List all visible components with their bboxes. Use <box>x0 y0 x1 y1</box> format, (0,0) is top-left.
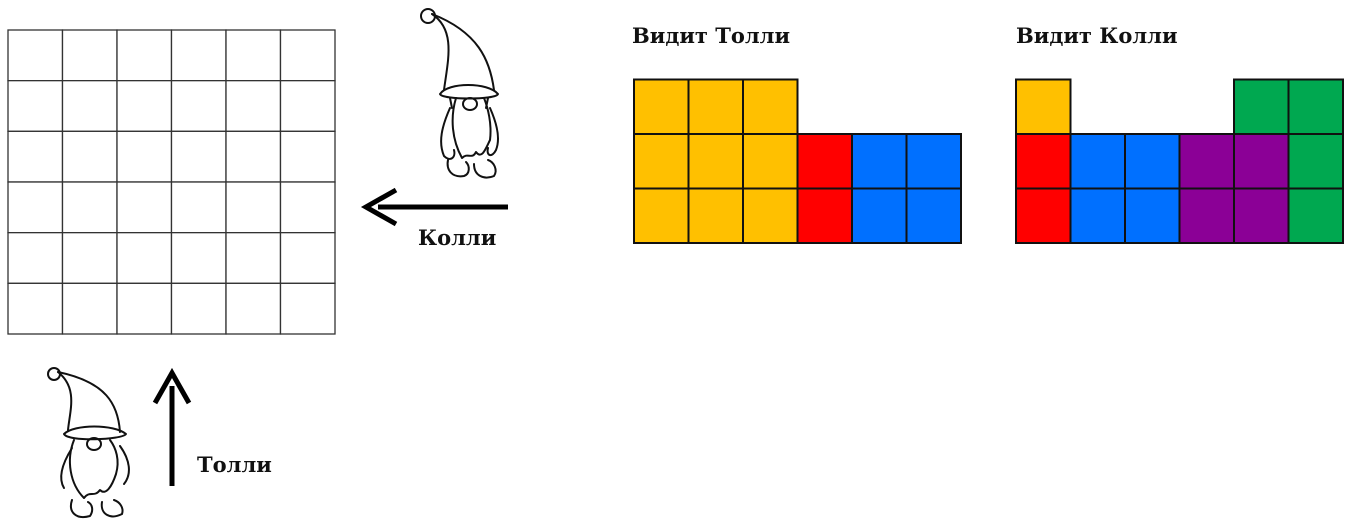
view-cell-yellow <box>1016 80 1071 135</box>
view-tolli-title: Видит Толли <box>632 23 790 48</box>
kolli-arrow-left-icon <box>366 190 508 224</box>
grid-cell <box>63 283 118 334</box>
grid-cell <box>8 233 63 284</box>
grid-cell <box>172 131 227 182</box>
grid-cell <box>8 182 63 233</box>
view-cell-green <box>1234 80 1289 135</box>
view-cell-purple <box>1234 134 1289 189</box>
view-cell-yellow <box>634 80 689 135</box>
grid-cell <box>172 283 227 334</box>
grid-cell <box>8 30 63 81</box>
view-cell-yellow <box>743 134 798 189</box>
view-cell-red <box>798 134 853 189</box>
view-cell-yellow <box>743 189 798 244</box>
grid-cell <box>63 81 118 132</box>
grid-cell <box>281 30 336 81</box>
kolli-label: Колли <box>418 225 496 250</box>
grid-cell <box>117 131 172 182</box>
grid-cell <box>63 30 118 81</box>
view-cell-yellow <box>743 80 798 135</box>
grid-cell <box>8 131 63 182</box>
view-cell-purple <box>1180 189 1235 244</box>
grid-cell <box>117 182 172 233</box>
view-cell-green <box>1289 80 1344 135</box>
grid-cell <box>172 81 227 132</box>
view-cell-red <box>1016 189 1071 244</box>
view-cell-blue <box>1071 134 1126 189</box>
grid-cell <box>117 283 172 334</box>
view-cell-yellow <box>689 134 744 189</box>
view-cell-blue <box>852 189 907 244</box>
grid-cell <box>226 30 281 81</box>
grid-cell <box>226 131 281 182</box>
view-kolli-grid <box>1016 80 1343 244</box>
grid-cell <box>8 283 63 334</box>
grid-cell <box>281 131 336 182</box>
grid-cell <box>226 233 281 284</box>
empty-grid <box>8 30 335 334</box>
grid-cell <box>117 233 172 284</box>
grid-cell <box>172 30 227 81</box>
view-cell-blue <box>1125 134 1180 189</box>
grid-cell <box>281 81 336 132</box>
view-cell-purple <box>1180 134 1235 189</box>
grid-cell <box>226 283 281 334</box>
view-cell-yellow <box>689 80 744 135</box>
view-cell-blue <box>1125 189 1180 244</box>
view-tolli-grid <box>634 80 961 244</box>
grid-cell <box>63 131 118 182</box>
view-cell-purple <box>1234 189 1289 244</box>
kolli-gnome-icon <box>421 9 498 178</box>
grid-cell <box>281 233 336 284</box>
view-cell-blue <box>852 134 907 189</box>
view-cell-yellow <box>634 134 689 189</box>
view-cell-red <box>798 189 853 244</box>
grid-cell <box>281 283 336 334</box>
grid-cell <box>172 182 227 233</box>
view-cell-green <box>1289 134 1344 189</box>
grid-cell <box>63 182 118 233</box>
grid-cell <box>117 30 172 81</box>
view-cell-blue <box>907 134 962 189</box>
view-cell-blue <box>1071 189 1126 244</box>
grid-cell <box>117 81 172 132</box>
view-cell-green <box>1289 189 1344 244</box>
grid-cell <box>172 233 227 284</box>
tolli-gnome-icon <box>48 368 129 517</box>
grid-cell <box>226 182 281 233</box>
view-cell-yellow <box>634 189 689 244</box>
tolli-arrow-up-icon <box>155 373 189 486</box>
grid-cell <box>8 81 63 132</box>
grid-cell <box>281 182 336 233</box>
view-kolli-title: Видит Колли <box>1016 23 1178 48</box>
grid-cell <box>226 81 281 132</box>
grid-cell <box>63 233 118 284</box>
view-cell-blue <box>907 189 962 244</box>
tolli-label: Толли <box>197 452 272 477</box>
view-cell-yellow <box>689 189 744 244</box>
view-cell-red <box>1016 134 1071 189</box>
